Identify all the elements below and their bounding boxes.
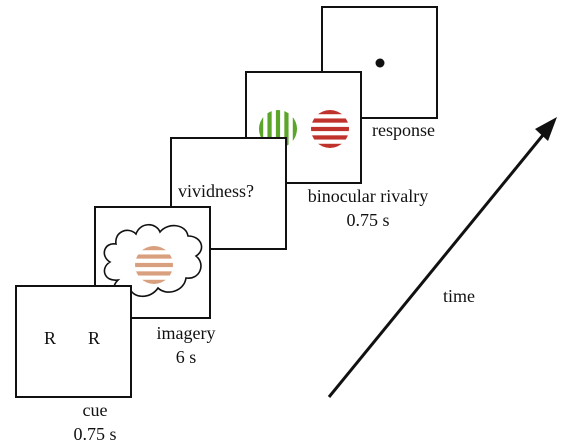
cue-letter-right: R <box>88 328 101 348</box>
cue-duration: 0.75 s <box>73 424 117 444</box>
imagery-label: imagery <box>156 323 216 343</box>
cue-label: cue <box>82 400 108 420</box>
red-stripe <box>311 110 349 115</box>
rivalry-gratings <box>259 110 349 148</box>
green-stripe <box>275 110 281 148</box>
green-stripe <box>284 110 289 148</box>
binocular-rivalry-panel <box>245 71 362 184</box>
time-label: time <box>443 286 475 306</box>
imagined-stripe <box>135 246 173 251</box>
cue-letter-left: R <box>44 328 57 348</box>
vividness-question: vividness? <box>178 181 254 201</box>
fixation-dot <box>375 58 385 68</box>
imagery-content <box>103 223 203 298</box>
imagined-stripe <box>135 262 173 268</box>
imagined-stripe <box>135 279 173 284</box>
green-vertical-grating <box>259 110 297 148</box>
imagined-stripe <box>135 254 173 259</box>
imagined-stripe <box>135 271 173 276</box>
response-label: response <box>372 120 435 140</box>
rivalry-label: binocular rivalry <box>307 186 429 206</box>
rivalry-duration: 0.75 s <box>346 210 390 230</box>
cue-panel: R R <box>15 285 132 398</box>
red-stripe <box>311 118 349 123</box>
arrowhead-icon <box>535 117 557 141</box>
red-stripe <box>311 135 349 140</box>
red-stripe <box>311 143 349 148</box>
green-stripe <box>259 110 264 148</box>
imagery-duration: 6 s <box>175 347 197 367</box>
imagined-grating <box>135 246 173 284</box>
green-stripe <box>267 110 272 148</box>
red-horizontal-grating <box>311 110 349 148</box>
green-stripe <box>292 110 297 148</box>
thought-cloud-icon <box>103 223 203 298</box>
red-stripe <box>311 126 349 132</box>
